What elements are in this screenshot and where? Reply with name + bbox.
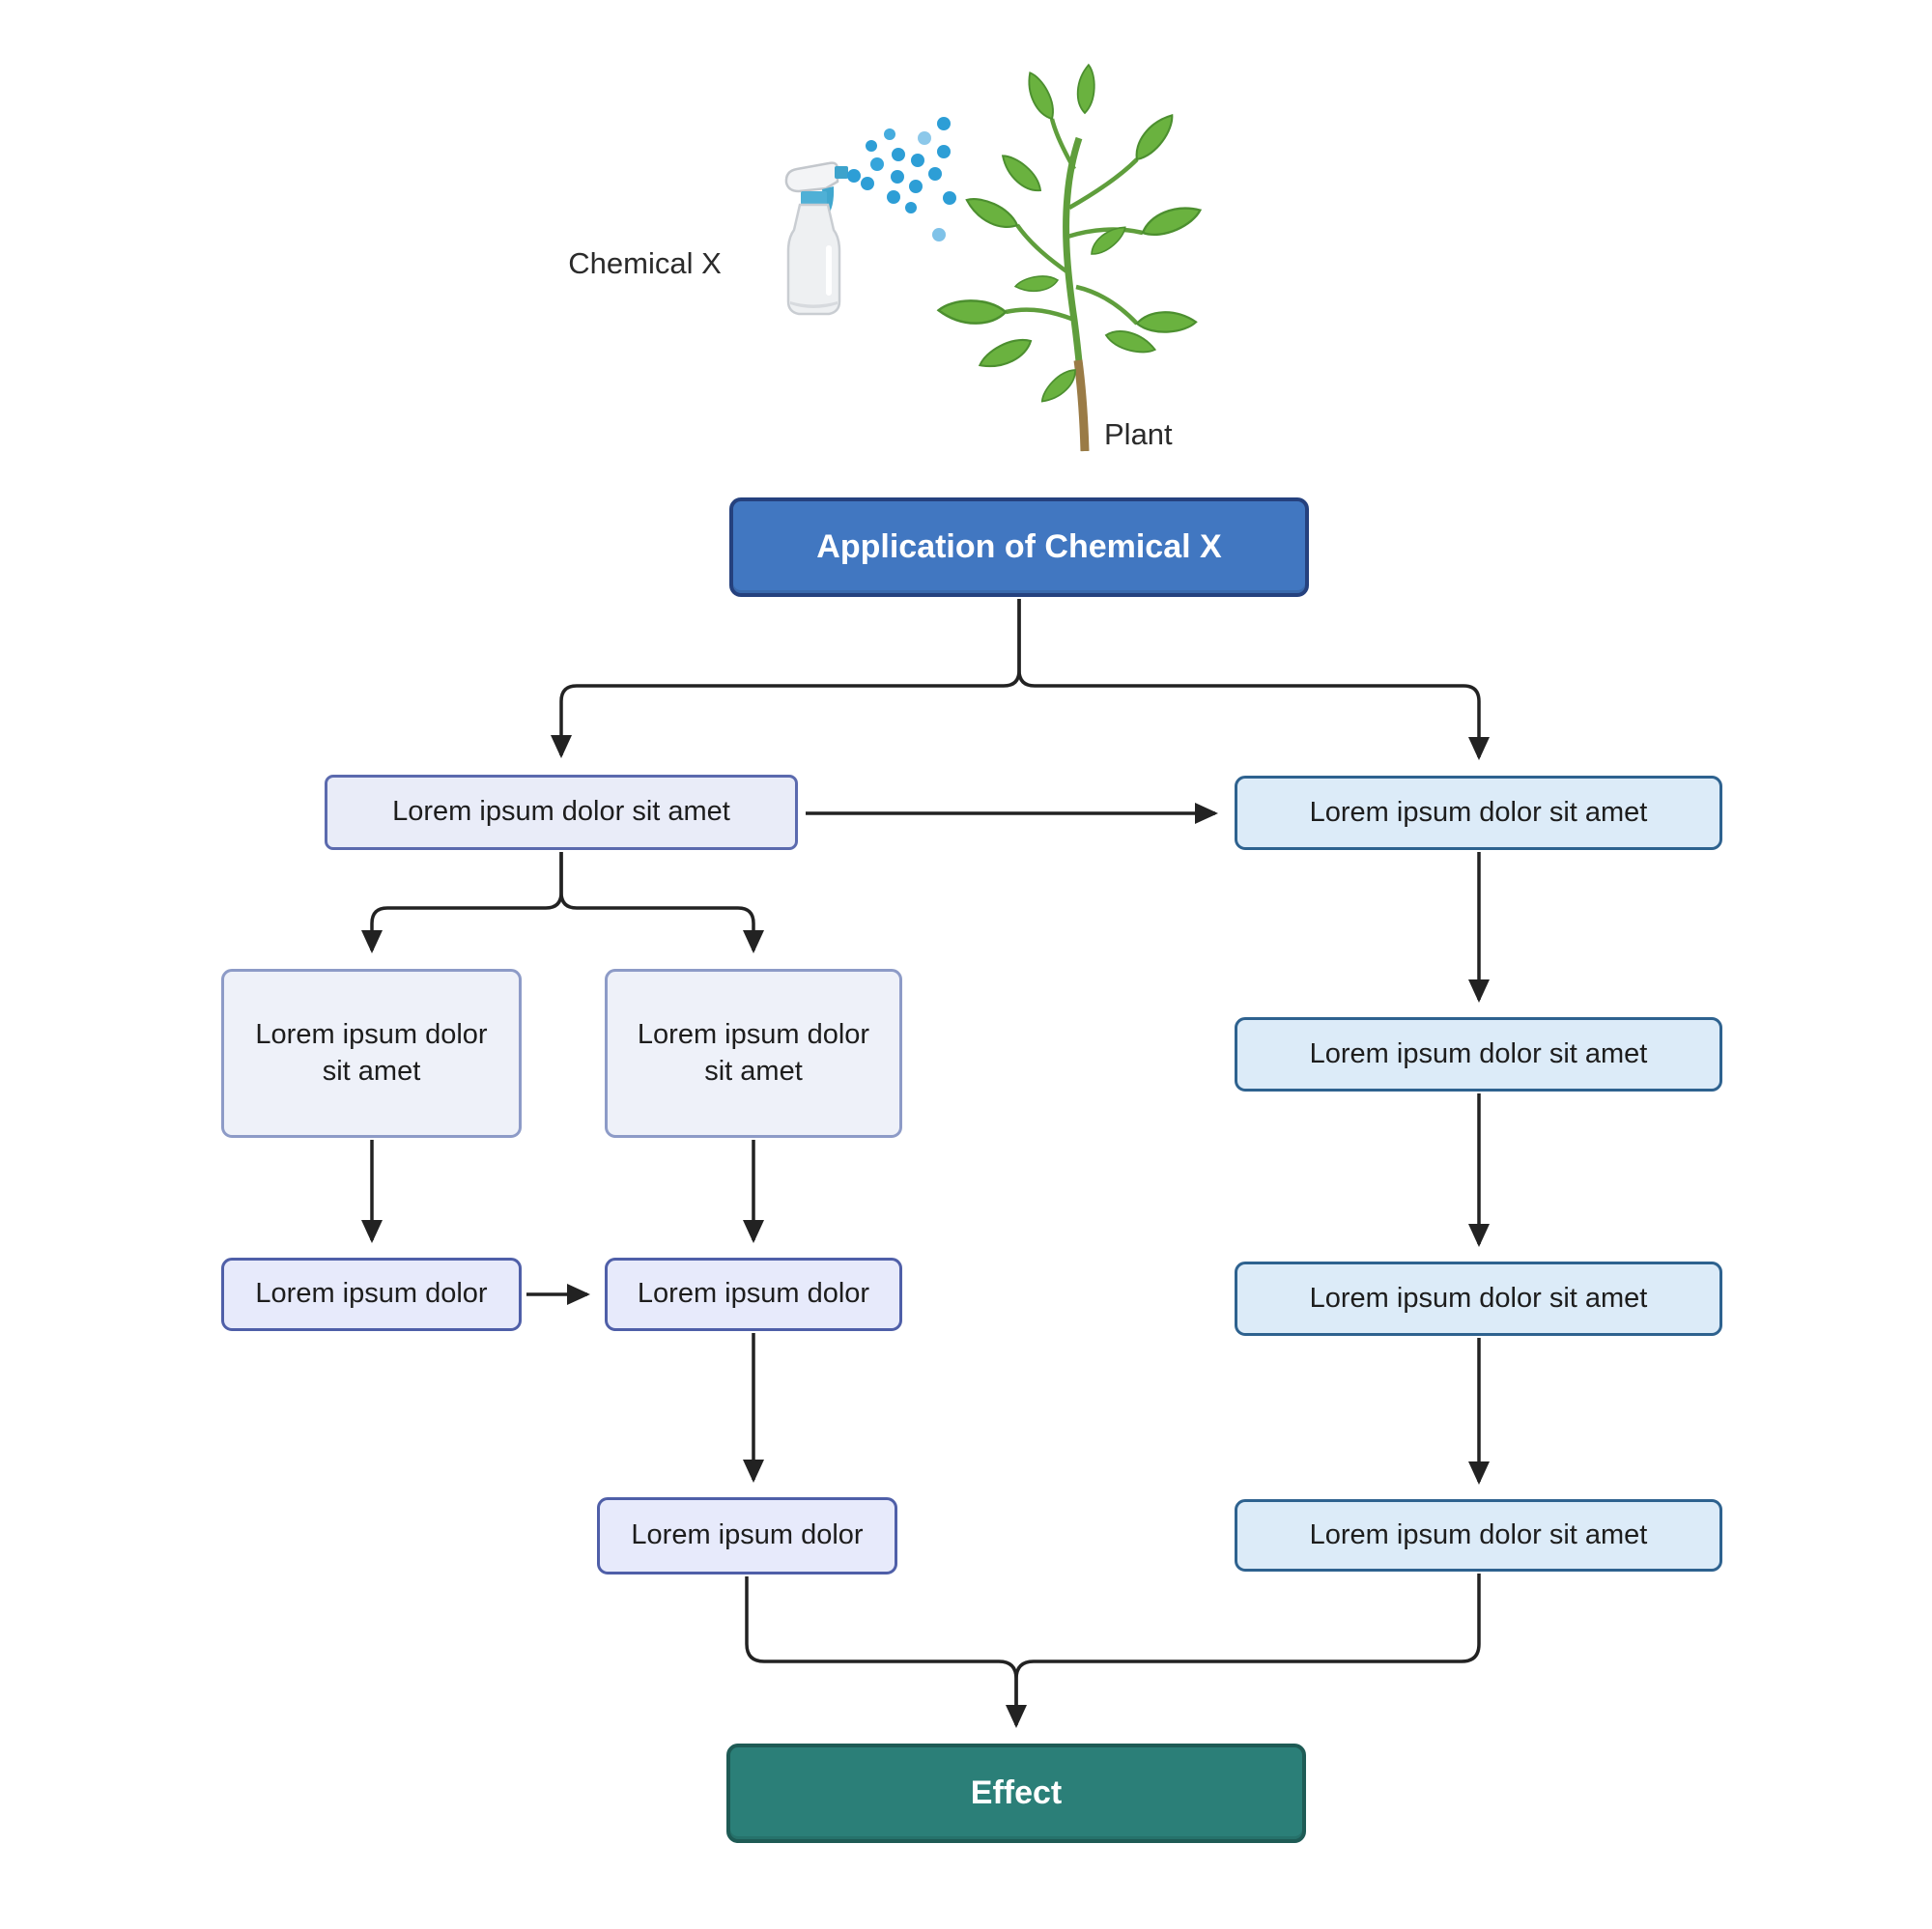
node-mid-right: Lorem ipsum dolor sit amet [605,969,902,1138]
node-left-branch-label: Lorem ipsum dolor sit amet [392,796,730,828]
chemical-x-label: Chemical X [568,246,722,280]
node-right-step4: Lorem ipsum dolor sit amet [1235,1499,1722,1572]
node-small-mid-label: Lorem ipsum dolor [637,1278,870,1310]
node-right-step4-label: Lorem ipsum dolor sit amet [1309,1518,1648,1550]
node-left-branch: Lorem ipsum dolor sit amet [325,775,798,850]
node-mid-left: Lorem ipsum dolor sit amet [221,969,522,1138]
node-small-mid: Lorem ipsum dolor [605,1258,902,1331]
node-right-step2-label: Lorem ipsum dolor sit amet [1309,1037,1648,1069]
node-small-left: Lorem ipsum dolor [221,1258,522,1331]
node-right-step2: Lorem ipsum dolor sit amet [1235,1017,1722,1092]
node-mid-right-label: Lorem ipsum dolor sit amet [637,1018,870,1087]
node-small-left-label: Lorem ipsum dolor [255,1278,488,1310]
spray-droplets-icon [847,117,956,241]
node-small-bottom: Lorem ipsum dolor [597,1497,897,1574]
node-right-step3: Lorem ipsum dolor sit amet [1235,1262,1722,1336]
node-application-label: Application of Chemical X [816,528,1222,566]
node-effect: Effect [726,1744,1306,1843]
node-right-step3-label: Lorem ipsum dolor sit amet [1309,1282,1648,1314]
spray-bottle-icon [784,161,848,316]
plant-icon [936,63,1205,452]
node-right-step1: Lorem ipsum dolor sit amet [1235,776,1722,850]
node-application: Application of Chemical X [729,497,1309,597]
node-right-step1-label: Lorem ipsum dolor sit amet [1309,796,1648,828]
node-small-bottom-label: Lorem ipsum dolor [631,1519,864,1551]
arrow-application-to-right-step1 [1017,599,1490,760]
arrow-left-branch-to-mid-right [559,852,764,953]
node-effect-label: Effect [970,1774,1063,1812]
plant-label: Plant [1104,417,1173,451]
node-mid-left-label: Lorem ipsum dolor sit amet [255,1018,488,1087]
arrow-right-step4-to-effect [1014,1574,1481,1719]
arrow-small-bottom-to-effect [745,1576,1027,1728]
